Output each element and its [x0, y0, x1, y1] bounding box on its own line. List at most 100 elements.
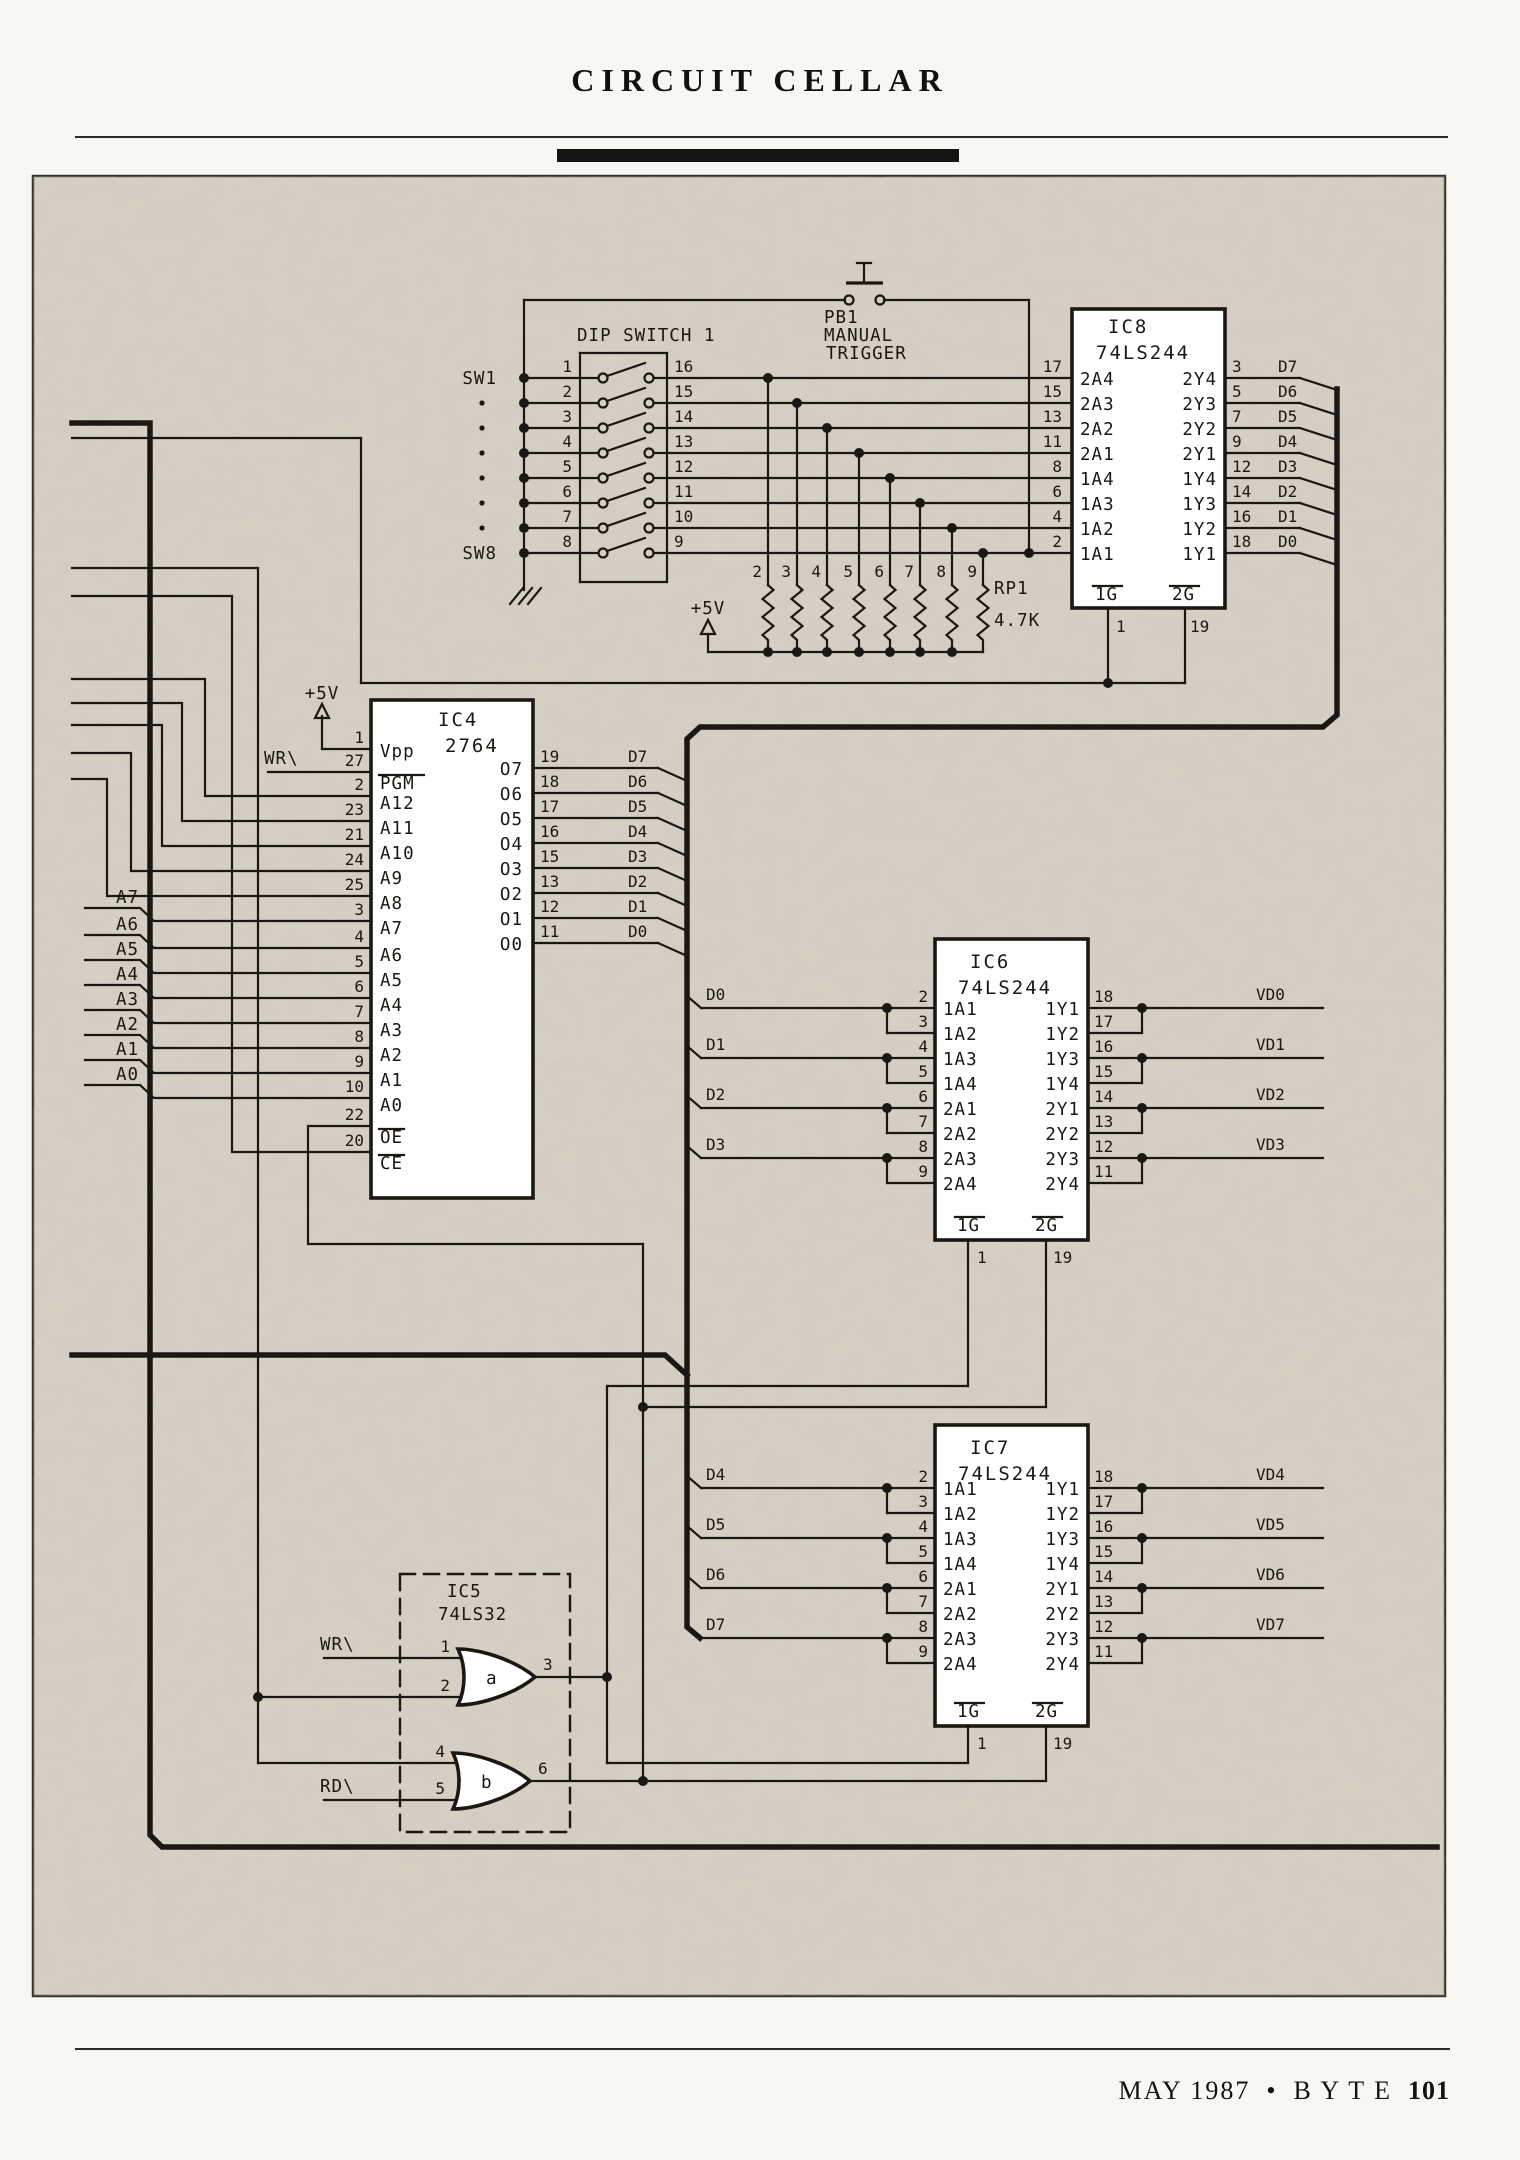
ic6-pin-label: 1A2: [943, 1025, 978, 1045]
ic4-pin: 24: [345, 850, 364, 869]
ic6-pin-label: 1A3: [943, 1050, 978, 1070]
dip-pin: 14: [674, 407, 693, 426]
gate-pin: 3: [543, 1655, 553, 1674]
ic7-pin: 13: [1094, 1592, 1113, 1611]
ic8-pin: 5: [1232, 382, 1242, 401]
gate-pin: 5: [435, 1779, 445, 1798]
ic7-pin-label: 1A4: [943, 1555, 978, 1575]
ic8-pin-label: 1A3: [1080, 495, 1115, 515]
net-label: VD6: [1256, 1565, 1285, 1584]
ic7-pin-label: 1A1: [943, 1480, 978, 1500]
ic4-pin-label: A1: [380, 1071, 403, 1091]
ic4-pin: 20: [345, 1131, 364, 1150]
sw1-label: SW1: [462, 369, 497, 389]
rp1-name: RP1: [994, 579, 1029, 599]
ic7-pin-label: 1Y3: [1045, 1530, 1080, 1550]
ic7-pin-label: 1A3: [943, 1530, 978, 1550]
ic5-74ls32: IC5 74LS32 WR\ RD\ 1 2 3 a 4 5 6 b: [253, 1572, 1048, 1834]
ic7-pin-label: 1A2: [943, 1505, 978, 1525]
ic6-name: IC6: [970, 951, 1010, 973]
net-label: D7: [1278, 357, 1297, 376]
ic4-pin-label: O5: [500, 810, 523, 830]
rp1-pin: 2: [752, 562, 762, 581]
ic6-pin-label: 2Y1: [1045, 1100, 1080, 1120]
ic7-part: 74LS244: [958, 1463, 1052, 1485]
net-label: D5: [706, 1515, 725, 1534]
switch-contact-circles: [597, 372, 655, 559]
ic4-pin-label: A11: [380, 819, 415, 839]
pb1-desc: TRIGGER: [826, 344, 907, 364]
rp1-value: 4.7K: [994, 611, 1040, 631]
ic8-pin-label: 1A4: [1080, 470, 1115, 490]
net-label: D1: [628, 897, 647, 916]
dip-pin: 5: [562, 457, 572, 476]
ic8-pin-label: 1Y2: [1182, 520, 1217, 540]
ic4-pin: 23: [345, 800, 364, 819]
ic7-pin: 3: [918, 1492, 928, 1511]
net-label: VD7: [1256, 1615, 1285, 1634]
ic4-pin: 21: [345, 825, 364, 844]
ic8-pin-label: 2A4: [1080, 370, 1115, 390]
ic7-pin: 8: [918, 1617, 928, 1636]
pb1-desc: MANUAL: [824, 326, 893, 346]
ic4-pin: 1: [354, 728, 364, 747]
ic6-pin-label: 1Y4: [1045, 1075, 1080, 1095]
ic4-pin: 10: [345, 1077, 364, 1096]
page-title: CIRCUIT CELLAR: [571, 62, 949, 98]
ic8-pin-label: 1Y3: [1182, 495, 1217, 515]
ic7-pin: 14: [1094, 1567, 1113, 1586]
ic5-outline: [398, 1572, 572, 1834]
ic6-pin-label: 2A2: [943, 1125, 978, 1145]
dip-switch-1: DIP SWITCH 1: [462, 298, 1074, 606]
ic4-pin-label: A10: [380, 844, 415, 864]
dip-pin: 9: [674, 532, 684, 551]
net-label: D3: [1278, 457, 1297, 476]
net-label: D5: [1278, 407, 1297, 426]
ic7-pin-label: 2Y2: [1045, 1605, 1080, 1625]
ic4-pin-label: A9: [380, 869, 403, 889]
ic6-pin: 5: [918, 1062, 928, 1081]
ic8-pin-label: 2Y4: [1182, 370, 1217, 390]
ic7-pin-label: 2A3: [943, 1630, 978, 1650]
ic6-pin: 12: [1094, 1137, 1113, 1156]
net-label: D3: [706, 1135, 725, 1154]
ground-icon: [508, 586, 543, 606]
ic4-pin: 13: [540, 872, 559, 891]
ic4-pin: 25: [345, 875, 364, 894]
ic6-enable-label: 1G: [957, 1216, 980, 1236]
rp1-pin: 3: [781, 562, 791, 581]
ic4-pin-label: A8: [380, 894, 403, 914]
net-label: D1: [1278, 507, 1297, 526]
address-label: A0: [116, 1065, 139, 1085]
ic4-pin-label: O1: [500, 910, 523, 930]
left-vertical-bus: [69, 420, 1440, 1850]
ic8-pin: 4: [1052, 507, 1062, 526]
ic7-pin: 2: [918, 1467, 928, 1486]
ic7-pin: 1: [977, 1734, 987, 1753]
ic4-pin: 17: [540, 797, 559, 816]
address-label: A4: [116, 965, 139, 985]
ic8-pin-label: 1Y1: [1182, 545, 1217, 565]
ic8-pin-label: 1A2: [1080, 520, 1115, 540]
or-gate-a-icon: [455, 1647, 538, 1707]
ic4-pin-label: A2: [380, 1046, 403, 1066]
ic8-pin-label: 2A1: [1080, 445, 1115, 465]
ic7-pin: 4: [918, 1517, 928, 1536]
ic6-pin: 15: [1094, 1062, 1113, 1081]
ic6-pin-label: 1Y1: [1045, 1000, 1080, 1020]
ic6-pin-label: 2Y4: [1045, 1175, 1080, 1195]
footer-issue: MAY 1987: [1118, 2076, 1251, 2105]
or-gate-b-icon: [450, 1751, 533, 1811]
ic8-pin-label: 2Y3: [1182, 395, 1217, 415]
dip-pin: 13: [674, 432, 693, 451]
dip-pin: 2: [562, 382, 572, 401]
net-label: D5: [628, 797, 647, 816]
ic4-pin: 18: [540, 772, 559, 791]
rp1-pin: 7: [904, 562, 914, 581]
ic6-pin: 11: [1094, 1162, 1113, 1181]
ic8-pin-label: 1A1: [1080, 545, 1115, 565]
ic4-pin: 22: [345, 1105, 364, 1124]
ic6-part: 74LS244: [958, 977, 1052, 999]
